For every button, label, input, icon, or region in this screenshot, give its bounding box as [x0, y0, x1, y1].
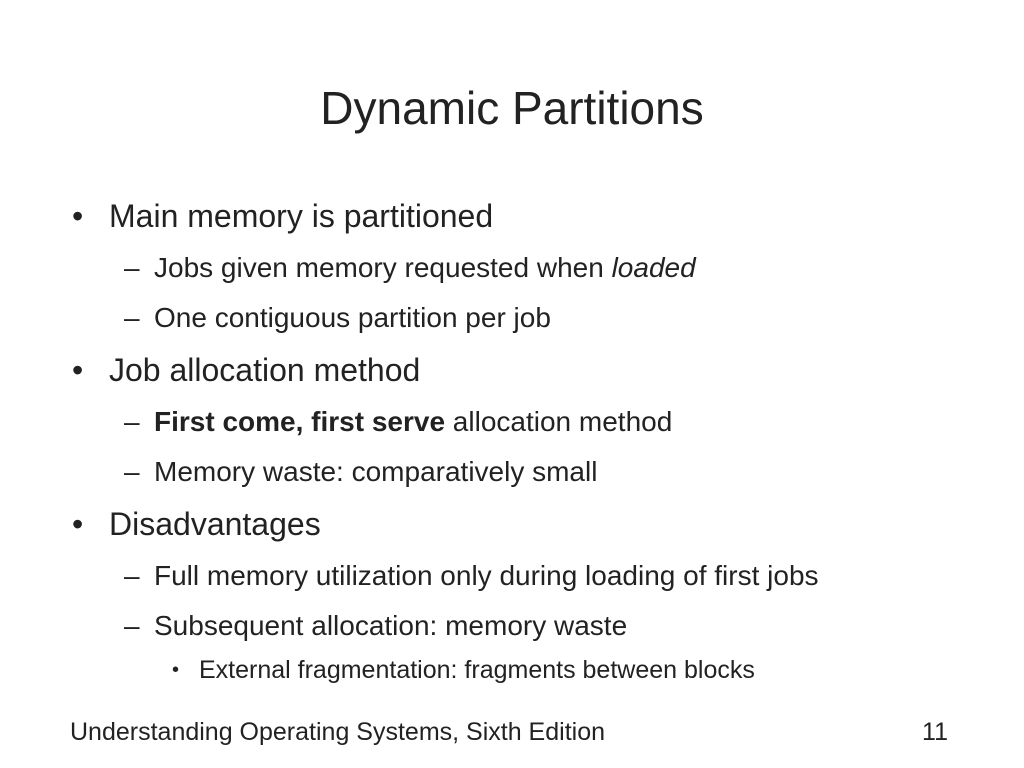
- bullet-marker: •: [72, 198, 84, 234]
- bullet-job-allocation: • Job allocation method: [72, 350, 1002, 390]
- bullet-main-memory: • Main memory is partitioned: [72, 196, 1002, 236]
- sub-bullet-first-come: – First come, first serve allocation met…: [72, 404, 1002, 440]
- sub-bullet-subsequent-allocation: – Subsequent allocation: memory waste: [72, 608, 1002, 644]
- bullet-text: Disadvantages: [109, 506, 321, 542]
- sub-sub-bullet-marker: •: [172, 659, 180, 681]
- sub-bullet-text: allocation method: [445, 406, 673, 437]
- sub-bullet-text: Memory waste: comparatively small: [154, 456, 598, 487]
- sub-bullet-italic-text: loaded: [611, 252, 696, 283]
- footer-book-title: Understanding Operating Systems, Sixth E…: [70, 718, 605, 746]
- bullet-text: Main memory is partitioned: [109, 198, 494, 234]
- sub-bullet-one-contiguous: – One contiguous partition per job: [72, 300, 1002, 336]
- sub-bullet-text: One contiguous partition per job: [154, 302, 551, 333]
- sub-bullet-memory-waste-small: – Memory waste: comparatively small: [72, 454, 1002, 490]
- sub-bullet-marker: –: [124, 456, 140, 487]
- sub-bullet-marker: –: [124, 406, 140, 437]
- sub-bullet-marker: –: [124, 252, 140, 283]
- sub-bullet-full-utilization: – Full memory utilization only during lo…: [72, 558, 1002, 594]
- slide-title: Dynamic Partitions: [320, 82, 704, 134]
- sub-sub-bullet-text: External fragmentation: fragments betwee…: [199, 656, 755, 684]
- bullet-text: Job allocation method: [109, 352, 421, 388]
- sub-bullet-bold-text: First come, first serve: [154, 406, 446, 437]
- sub-bullet-text: Subsequent allocation: memory waste: [154, 610, 628, 641]
- sub-bullet-jobs-given-memory: – Jobs given memory requested when loade…: [72, 250, 1002, 286]
- bullet-disadvantages: • Disadvantages: [72, 504, 1002, 544]
- slide-content: • Main memory is partitioned – Jobs give…: [72, 196, 1002, 686]
- sub-bullet-text: Full memory utilization only during load…: [154, 560, 819, 591]
- bullet-marker: •: [72, 352, 84, 388]
- sub-bullet-marker: –: [124, 302, 140, 333]
- sub-bullet-marker: –: [124, 610, 140, 641]
- sub-bullet-marker: –: [124, 560, 140, 591]
- footer-page-number: 11: [922, 718, 948, 746]
- bullet-marker: •: [72, 506, 84, 542]
- sub-sub-bullet-external-fragmentation: • External fragmentation: fragments betw…: [72, 654, 1002, 686]
- sub-bullet-text: Jobs given memory requested when: [154, 252, 612, 283]
